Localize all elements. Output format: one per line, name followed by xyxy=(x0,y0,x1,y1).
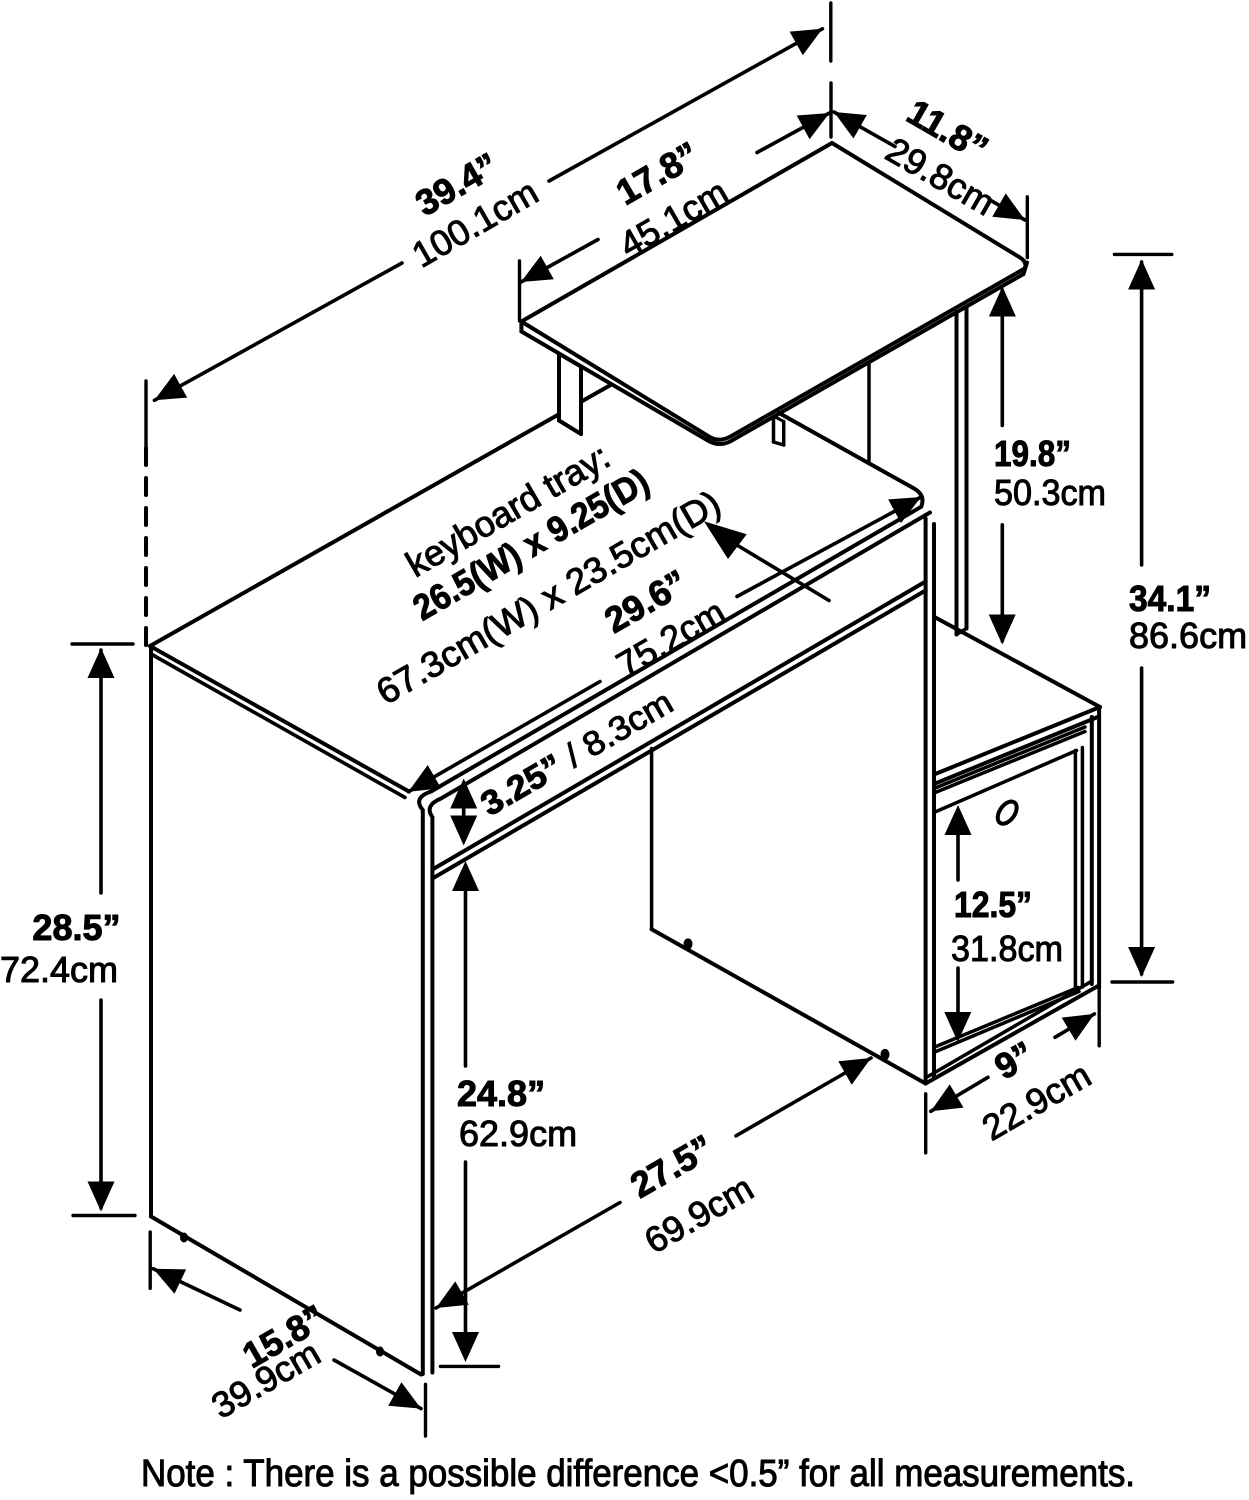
svg-text:28.5”: 28.5” xyxy=(32,907,120,948)
svg-text:72.4cm: 72.4cm xyxy=(0,949,118,990)
svg-text:31.8cm: 31.8cm xyxy=(951,928,1063,969)
svg-text:12.5”: 12.5” xyxy=(954,884,1032,925)
svg-text:34.1”: 34.1” xyxy=(1129,578,1211,619)
svg-text:62.9cm: 62.9cm xyxy=(459,1113,577,1154)
svg-text:50.3cm: 50.3cm xyxy=(994,472,1106,513)
svg-text:Note : There is a possible dif: Note : There is a possible difference <0… xyxy=(141,1453,1135,1495)
svg-text:19.8”: 19.8” xyxy=(994,433,1071,474)
svg-text:86.6cm: 86.6cm xyxy=(1129,615,1247,656)
svg-text:24.8”: 24.8” xyxy=(457,1073,545,1114)
